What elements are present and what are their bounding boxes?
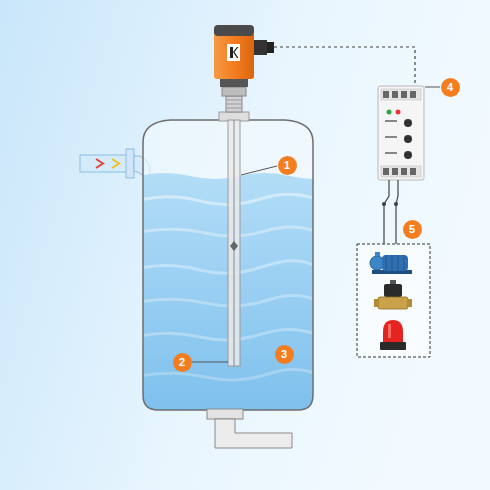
signal-cable (274, 47, 415, 86)
callout-circle-fill (441, 78, 460, 97)
callout-number: 5 (409, 224, 415, 235)
callout-number: 3 (281, 349, 287, 360)
callout-number: 2 (179, 357, 185, 368)
callout-circle-fill (278, 156, 297, 175)
callout-circle-fill (275, 345, 294, 364)
controller (378, 86, 424, 180)
callout-circle-fill (173, 353, 192, 372)
callout-number: 4 (447, 82, 453, 93)
callout-number: 1 (284, 160, 290, 171)
callout-circle-fill (403, 220, 422, 239)
callout-circle: 4 (441, 78, 460, 97)
leader-lines (192, 87, 440, 362)
level-sensor (214, 25, 274, 366)
callout-circle: 3 (275, 345, 294, 364)
outlet-pipe (207, 409, 292, 448)
callout-circle: 2 (173, 353, 192, 372)
output-wires (383, 180, 399, 244)
output-devices (357, 244, 430, 357)
tank (140, 120, 340, 420)
inlet-pipe (80, 149, 150, 178)
callout-circle: 1 (278, 156, 297, 175)
callout-circle: 5 (403, 220, 422, 239)
